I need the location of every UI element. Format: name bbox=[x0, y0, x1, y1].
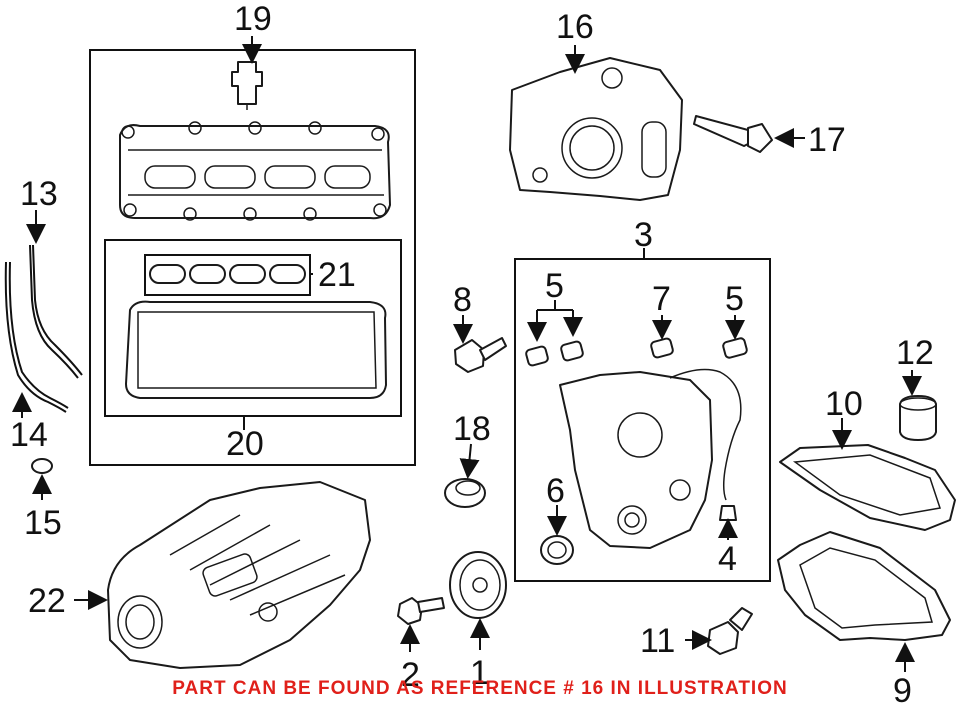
callout-22: 22 bbox=[28, 582, 66, 620]
callout-19: 19 bbox=[234, 0, 272, 38]
callout-1: 1 bbox=[470, 654, 489, 692]
callout-13: 13 bbox=[20, 175, 58, 213]
callout-7: 7 bbox=[652, 280, 671, 318]
callout-6: 6 bbox=[546, 472, 565, 510]
callout-18: 18 bbox=[453, 410, 491, 448]
oil-pressure-sensor-part bbox=[707, 607, 753, 655]
callout-14: 14 bbox=[10, 416, 48, 454]
oil-pump-bolt-part bbox=[693, 115, 773, 153]
timing-cover-seal-part bbox=[540, 535, 574, 565]
timing-cover-group-box bbox=[514, 258, 771, 582]
pcv-valve-part bbox=[231, 61, 263, 110]
bolt-8-part bbox=[454, 337, 507, 373]
callout-8: 8 bbox=[453, 281, 472, 319]
valve-cover-gasket-part bbox=[125, 300, 387, 399]
damper-bolt-part bbox=[397, 597, 445, 625]
callout-2: 2 bbox=[401, 656, 420, 694]
oil-pan-gasket-part bbox=[779, 444, 956, 531]
crankshaft-damper-part bbox=[449, 551, 507, 619]
oil-filter-cap-part bbox=[899, 395, 937, 441]
timing-cover-gasket-part bbox=[719, 505, 737, 521]
dowel-pins-part bbox=[525, 337, 748, 367]
callout-17: 17 bbox=[808, 121, 846, 159]
leader-lines bbox=[11, 36, 922, 672]
reference-notice: PART CAN BE FOUND AS REFERENCE # 16 IN I… bbox=[172, 678, 788, 699]
gasket-group-box bbox=[104, 239, 402, 417]
callout-4: 4 bbox=[718, 540, 737, 578]
callout-12: 12 bbox=[896, 334, 934, 372]
callout-3: 3 bbox=[634, 216, 653, 254]
callout-5a: 5 bbox=[545, 267, 564, 305]
dipstick-tube-part bbox=[4, 261, 67, 413]
valve-cover-part bbox=[119, 121, 391, 221]
callout-9: 9 bbox=[893, 672, 912, 708]
callout-21: 21 bbox=[318, 256, 356, 294]
callout-15: 15 bbox=[24, 504, 62, 542]
oil-pump-part bbox=[509, 57, 683, 201]
callout-11: 11 bbox=[640, 622, 675, 660]
callout-20: 20 bbox=[226, 425, 264, 463]
intake-manifold-part bbox=[107, 481, 371, 669]
callout-16: 16 bbox=[556, 8, 594, 46]
spark-tube-seals-part bbox=[149, 264, 306, 284]
dipstick-part bbox=[32, 244, 83, 376]
valve-cover-group-box bbox=[89, 49, 416, 466]
timing-cover-part bbox=[559, 368, 742, 549]
oil-filler-cap-part bbox=[444, 478, 486, 508]
callout-5b: 5 bbox=[725, 280, 744, 318]
oil-pan-part bbox=[777, 531, 951, 641]
dipstick-o-ring-part bbox=[31, 458, 53, 474]
callout-10: 10 bbox=[825, 385, 863, 423]
